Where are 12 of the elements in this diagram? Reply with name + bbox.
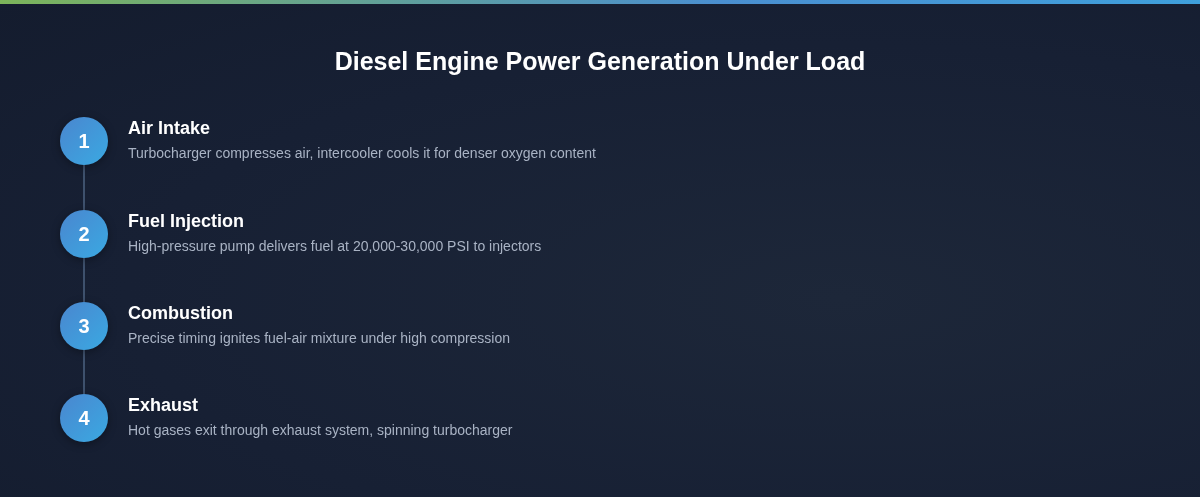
title: Diesel Engine Power Generation Under Load	[333, 47, 867, 76]
step-description: Hot gases exit through exhaust system, spinning turbocharger	[128, 422, 513, 438]
step-title: Fuel Injection	[128, 211, 244, 232]
step-title: Combustion	[128, 303, 233, 324]
step-title: Exhaust	[128, 395, 199, 416]
step-title: Air Intake	[128, 118, 211, 139]
step-description: High-pressure pump delivers fuel at 20,000-30,000 PSI to injectors	[128, 238, 542, 254]
connector-line	[83, 164, 85, 211]
step-description: Turbocharger compresses air, intercooler cools it for denser oxygen content	[128, 145, 596, 161]
step-description: Precise timing ignites fuel-air mixture under high compression	[128, 330, 511, 346]
connector-line	[83, 349, 85, 395]
connector-line	[83, 257, 85, 303]
